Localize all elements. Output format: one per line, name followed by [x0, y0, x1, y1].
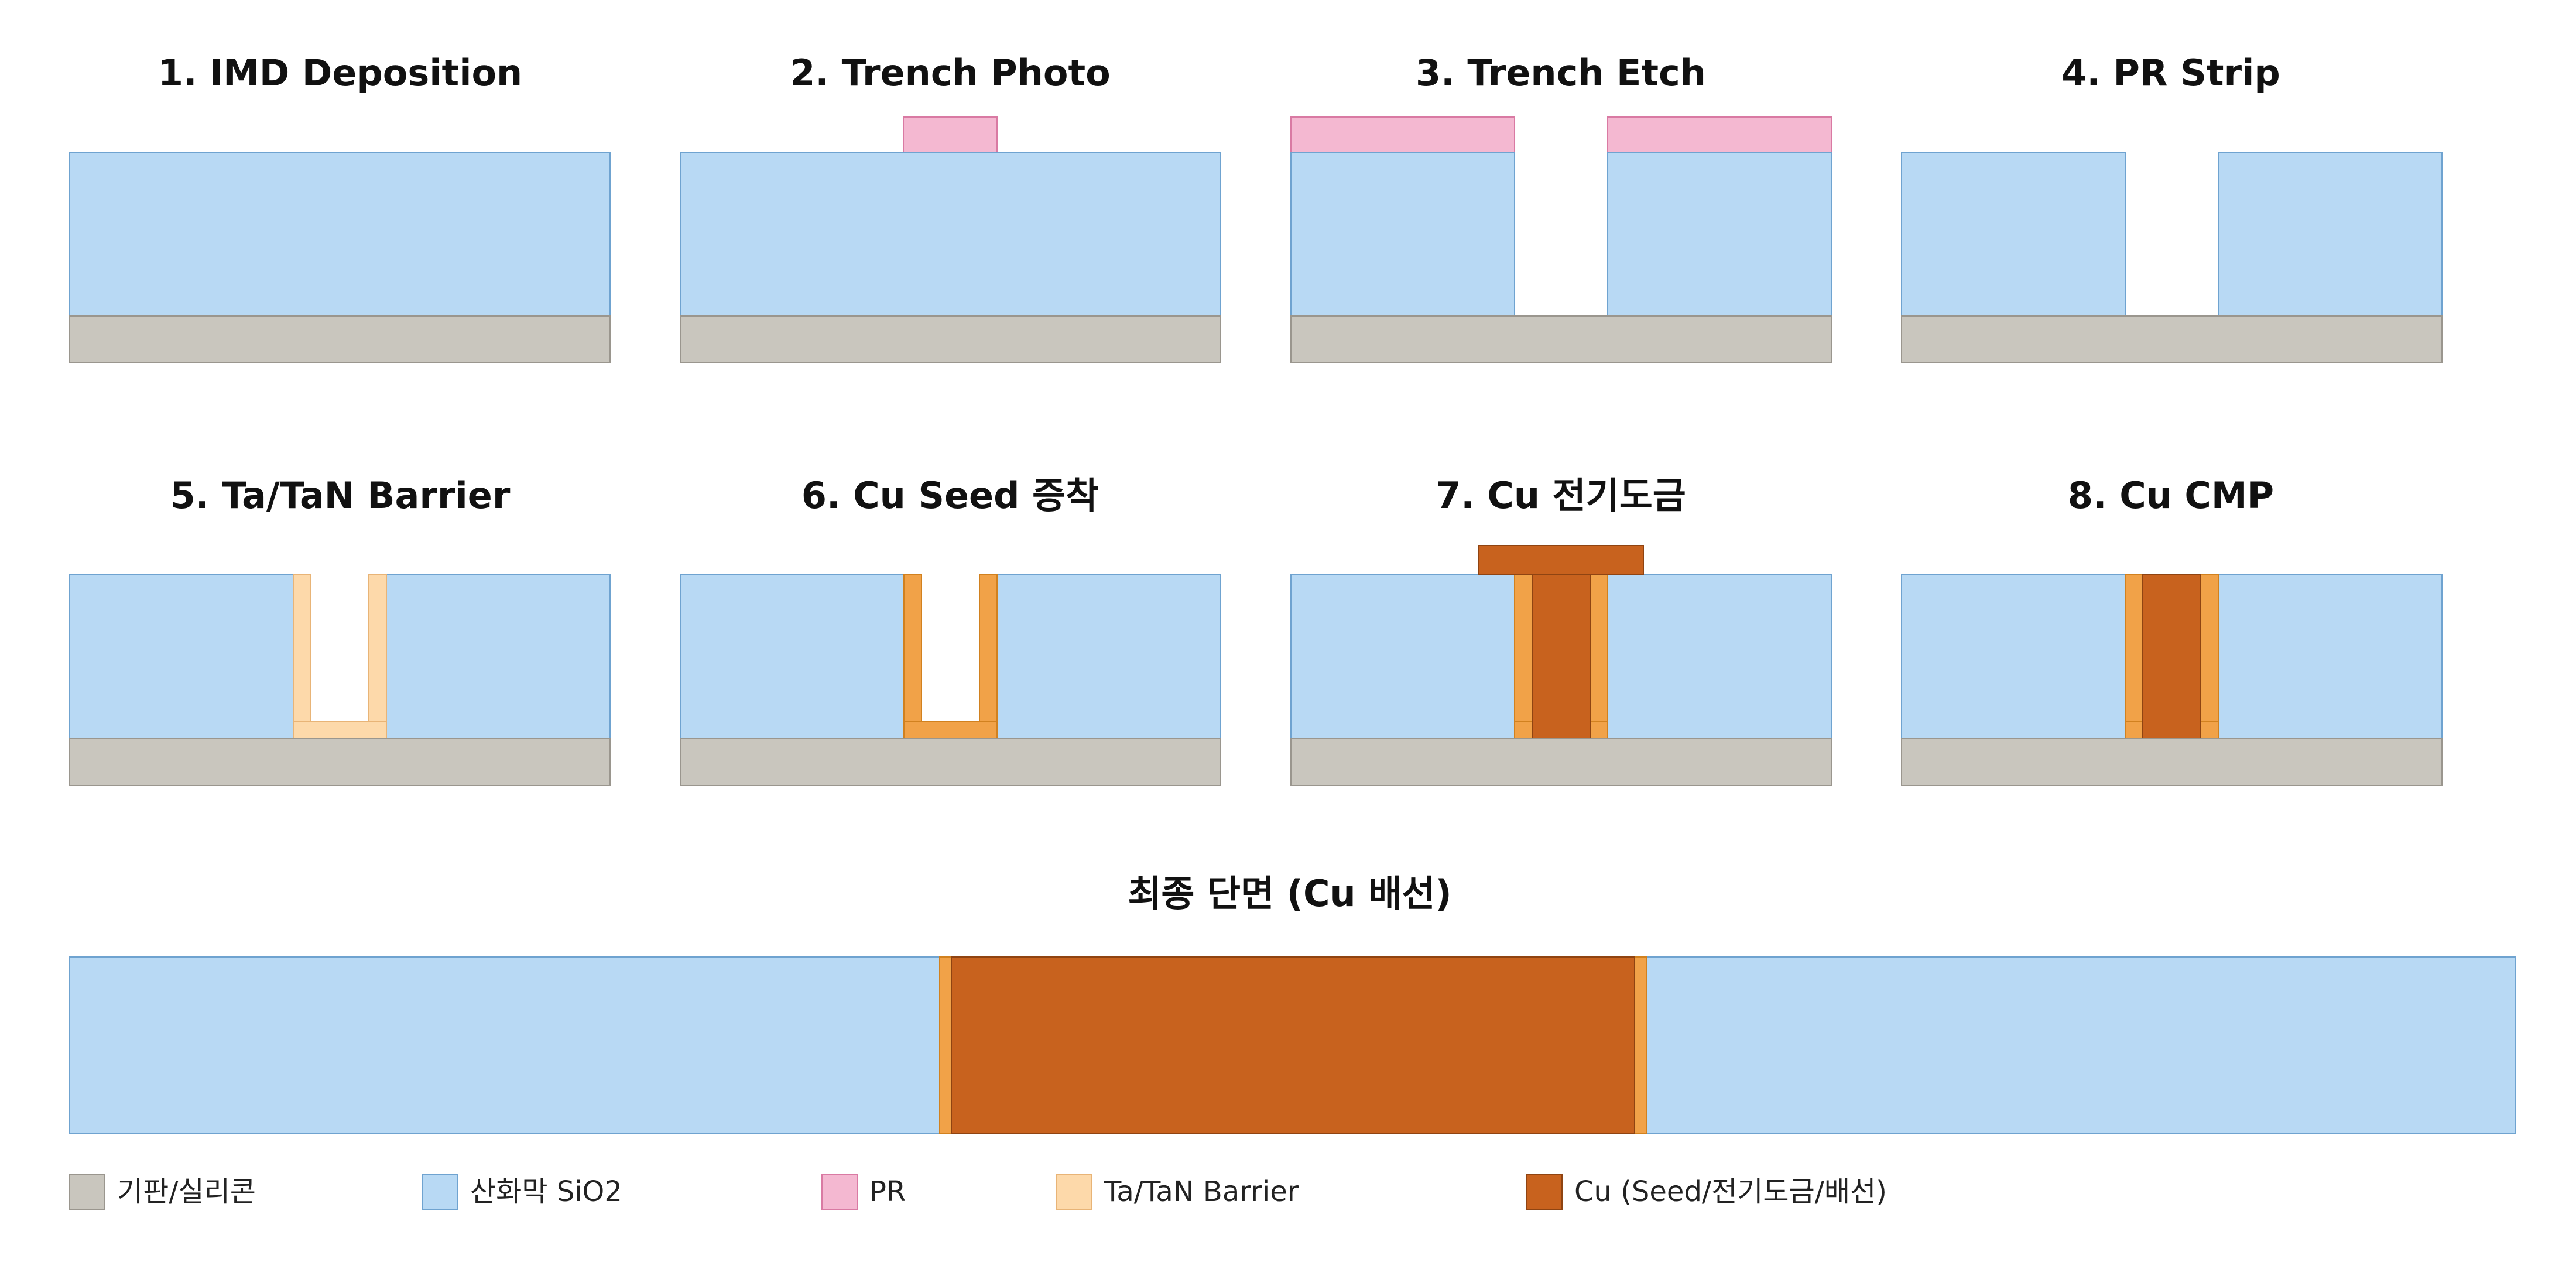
substrate-layer	[69, 738, 611, 786]
legend-item-oxide: 산화막 SiO2	[422, 1174, 622, 1210]
liner-right	[1634, 956, 1647, 1134]
oxide-layer	[69, 152, 611, 317]
substrate-layer	[1290, 738, 1832, 786]
liner-left	[939, 956, 952, 1134]
photoresist-left	[1290, 116, 1515, 153]
seed-right-wall	[979, 574, 998, 739]
legend-label-oxide: 산화막 SiO2	[470, 1175, 622, 1208]
legend-label-substrate: 기판/실리콘	[117, 1175, 256, 1208]
panel-title-3: 3. Trench Etch	[1416, 52, 1706, 94]
panel-pr-strip	[1901, 152, 2443, 363]
legend-swatch-substrate	[69, 1174, 105, 1210]
cu-fill	[2142, 574, 2201, 739]
oxide-left	[1901, 152, 2126, 317]
panel-trench-etch	[1290, 116, 1832, 363]
legend-label-barrier: Ta/TaN Barrier	[1104, 1175, 1299, 1208]
substrate-layer	[1290, 315, 1832, 363]
oxide-left	[1290, 152, 1515, 317]
panel-title-4: 4. PR Strip	[2061, 52, 2280, 94]
oxide-right	[996, 574, 1221, 739]
panel-title-7: 7. Cu 전기도금	[1436, 474, 1686, 517]
oxide-layer	[680, 152, 1221, 317]
substrate-layer	[1901, 738, 2443, 786]
seed-bottom	[903, 721, 998, 739]
seed-right-wall	[1590, 574, 1608, 739]
oxide-right	[1607, 152, 1832, 317]
oxide-right	[2218, 152, 2443, 317]
panel-title-1: 1. IMD Deposition	[158, 52, 522, 94]
barrier-bottom	[293, 721, 387, 739]
oxide-right	[1646, 956, 2516, 1134]
panel-cu-plating	[1290, 545, 1832, 786]
seed-left-wall	[903, 574, 922, 739]
oxide-left	[69, 574, 294, 739]
final-cross-section	[69, 956, 2516, 1134]
seed-left-wall	[2125, 574, 2143, 739]
oxide-left	[680, 574, 905, 739]
panel-title-2: 2. Trench Photo	[790, 52, 1110, 94]
oxide-right	[1607, 574, 1832, 739]
panel-trench-photo	[680, 116, 1221, 363]
cu-overburden	[1478, 545, 1644, 575]
oxide-right	[386, 574, 611, 739]
oxide-left	[69, 956, 940, 1134]
photoresist-right	[1607, 116, 1832, 153]
oxide-left	[1290, 574, 1515, 739]
legend-swatch-cu	[1526, 1174, 1563, 1210]
legend-item-barrier: Ta/TaN Barrier	[1056, 1174, 1299, 1210]
seed-right-wall	[2200, 574, 2219, 739]
panel-barrier	[69, 574, 611, 786]
panel-imd-deposition	[69, 152, 611, 363]
legend-item-pr: PR	[821, 1174, 906, 1210]
substrate-layer	[1901, 315, 2443, 363]
cu-line	[951, 956, 1635, 1134]
panel-cu-seed	[680, 574, 1221, 786]
photoresist-block	[903, 116, 998, 153]
legend-item-cu: Cu (Seed/전기도금/배선)	[1526, 1174, 1887, 1210]
legend-item-substrate: 기판/실리콘	[69, 1174, 256, 1210]
panel-cu-cmp	[1901, 574, 2443, 786]
oxide-left	[1901, 574, 2126, 739]
substrate-layer	[680, 315, 1221, 363]
panel-title-8: 8. Cu CMP	[2068, 474, 2274, 517]
legend: 기판/실리콘 산화막 SiO2 PR Ta/TaN Barrier Cu (Se…	[69, 1174, 1887, 1210]
legend-swatch-pr	[821, 1174, 858, 1210]
cu-fill	[1532, 574, 1591, 739]
barrier-left-wall	[293, 574, 311, 739]
panel-title-5: 5. Ta/TaN Barrier	[170, 474, 511, 517]
panel-title-6: 6. Cu Seed 증착	[801, 474, 1099, 517]
legend-swatch-oxide	[422, 1174, 458, 1210]
barrier-right-wall	[368, 574, 387, 739]
seed-left-wall	[1514, 574, 1533, 739]
legend-label-cu: Cu (Seed/전기도금/배선)	[1574, 1175, 1887, 1208]
legend-label-pr: PR	[869, 1175, 906, 1208]
substrate-layer	[69, 315, 611, 363]
oxide-right	[2218, 574, 2443, 739]
legend-swatch-barrier	[1056, 1174, 1092, 1210]
final-title: 최종 단면 (Cu 배선)	[1128, 872, 1451, 915]
substrate-layer	[680, 738, 1221, 786]
